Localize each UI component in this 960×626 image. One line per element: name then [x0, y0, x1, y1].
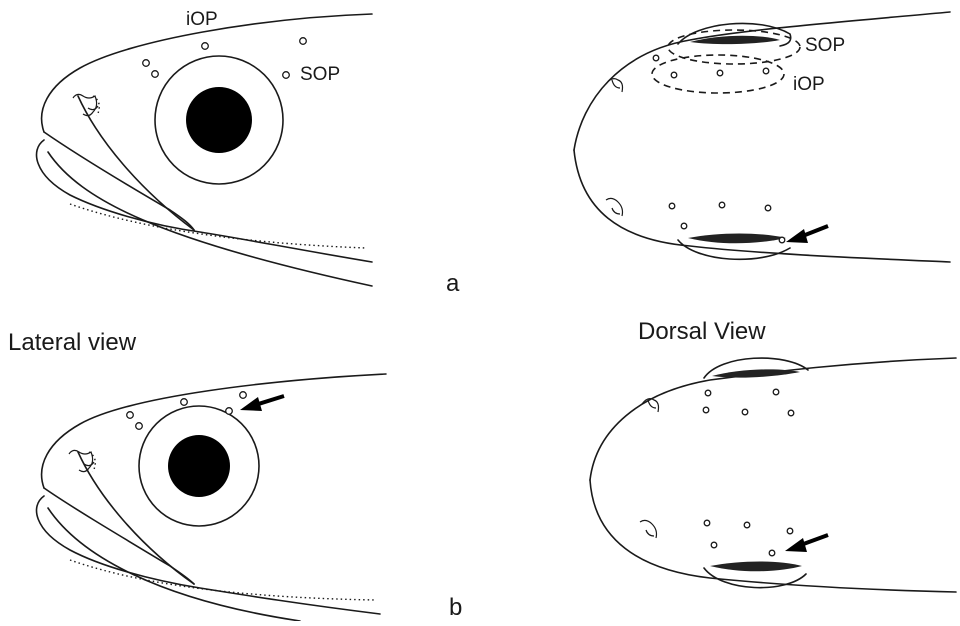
sensory-pore — [717, 70, 723, 76]
lateral-line-dotted — [70, 204, 366, 248]
iop-label: iOP — [186, 10, 218, 29]
panel-b-label: b — [449, 596, 462, 620]
eye-pupil — [186, 87, 252, 153]
head-outline-bottom — [574, 150, 950, 262]
sensory-pore — [711, 542, 717, 548]
sop-label: SOP — [300, 65, 340, 84]
sensory-pore — [719, 202, 725, 208]
sensory-pore — [653, 55, 659, 61]
sensory-pore — [703, 407, 709, 413]
sensory-pore — [742, 409, 748, 415]
arrow-head — [786, 229, 808, 243]
head-outline-top — [574, 12, 950, 150]
sensory-pore — [669, 203, 675, 209]
lateral-view-title: Lateral view — [8, 331, 136, 355]
lateral-head-drawing-b — [37, 374, 386, 621]
sensory-pore — [704, 520, 710, 526]
maxilla-groove — [78, 96, 194, 230]
sensory-pore — [240, 392, 247, 399]
sensory-pore — [681, 223, 687, 229]
sensory-pore — [779, 237, 785, 243]
sensory-pore — [763, 68, 769, 74]
sensory-pore — [181, 399, 188, 406]
sensory-pore — [787, 528, 793, 534]
iop-label-dorsal: iOP — [793, 75, 825, 94]
sensory-pore — [127, 412, 134, 419]
sensory-pore — [773, 389, 779, 395]
nostril-sketch-bottom — [606, 198, 623, 216]
sensory-pore — [769, 550, 775, 556]
eye-pupil — [168, 435, 230, 497]
sop-label-dorsal: SOP — [805, 36, 845, 55]
throat-line — [48, 152, 372, 286]
sensory-pore — [705, 390, 711, 396]
sensory-pore — [788, 410, 794, 416]
arrow-head — [240, 397, 262, 411]
sensory-pore — [744, 522, 750, 528]
upper-jaw — [44, 132, 194, 230]
iop-pore — [202, 43, 209, 50]
lower-jaw — [37, 140, 372, 262]
sensory-pore — [143, 60, 150, 67]
sensory-pore — [765, 205, 771, 211]
panel-a-label: a — [446, 272, 459, 296]
sensory-pore — [671, 72, 677, 78]
nostril-sketch-top — [606, 79, 623, 92]
eye-dark-bottom — [688, 234, 786, 244]
dorsal-head-drawing-b — [590, 358, 956, 592]
arrow-head — [785, 538, 807, 552]
sensory-pore — [152, 71, 159, 78]
sop-pore — [300, 38, 307, 45]
dorsal-view-title: Dorsal View — [638, 320, 766, 344]
lateral-head-drawing-a — [37, 14, 372, 286]
sensory-pore — [226, 408, 233, 415]
dorsal-head-drawing-a — [574, 12, 950, 262]
sensory-pore — [136, 423, 143, 430]
sop-pore — [283, 72, 290, 79]
